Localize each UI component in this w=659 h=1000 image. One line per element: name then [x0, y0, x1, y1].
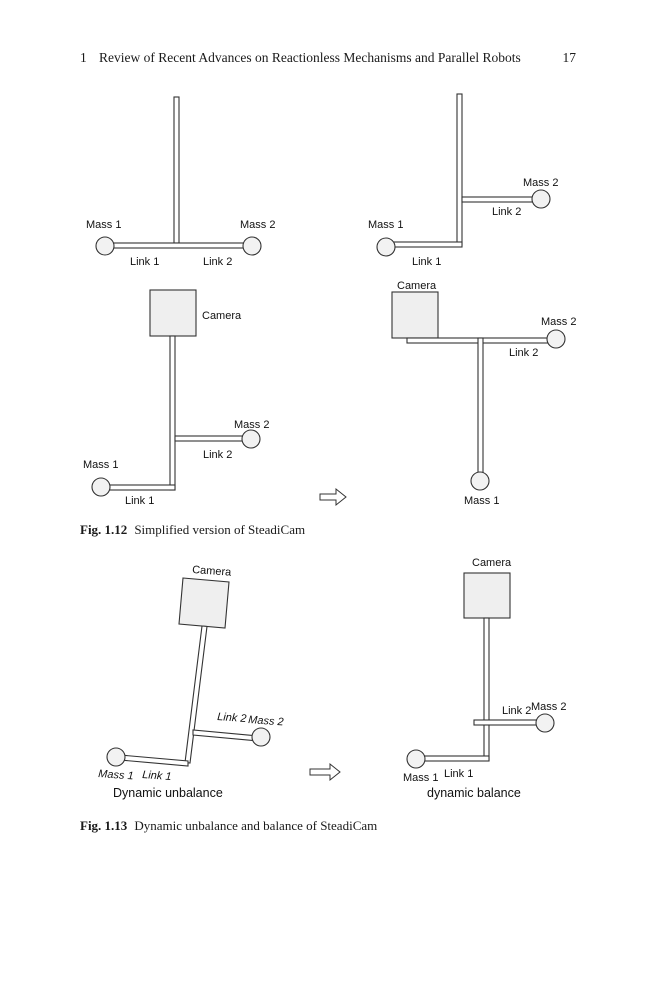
link-2	[192, 729, 259, 742]
mass-2	[535, 713, 555, 733]
mass-2	[241, 429, 261, 449]
figure-1-12-diagram: Mass 1 Mass 2 Link 1 Link 2 Mass 1 Mass …	[83, 93, 576, 507]
title-dynamic-unbalance: Dynamic unbalance	[113, 786, 223, 800]
label-mass-2: Mass 2	[234, 419, 269, 431]
label-link-2: Link 2	[203, 449, 232, 461]
page-number: 17	[562, 50, 577, 65]
vertical-rod	[169, 335, 176, 491]
label-mass-1: Mass 1	[403, 772, 438, 784]
camera	[391, 291, 439, 339]
label-link-2: Link 2	[217, 711, 247, 725]
camera	[463, 572, 511, 619]
link-1	[104, 484, 176, 491]
figure-1-12-caption: Fig. 1.12 Simplified version of SteadiCam	[80, 522, 305, 538]
vertical-rod	[173, 96, 180, 244]
label-mass-2: Mass 2	[531, 701, 566, 713]
fig12-panel-top-right: Mass 1 Mass 2 Link 2 Link 1	[368, 93, 558, 268]
label-link-1: Link 1	[142, 769, 172, 783]
label-camera: Camera	[472, 557, 512, 569]
label-mass-1: Mass 1	[83, 459, 118, 471]
figure-1-13-diagram: Camera Link 2 Mass 2 Mass 1 Link 1 Dynam…	[98, 557, 567, 800]
camera	[149, 289, 197, 337]
figure-number: Fig. 1.12	[80, 522, 128, 537]
chapter-title: Review of Recent Advances on Reactionles…	[99, 50, 521, 65]
label-camera: Camera	[192, 564, 233, 579]
mass-1	[376, 237, 396, 257]
figure-1-13-caption: Fig. 1.13 Dynamic unbalance and balance o…	[80, 818, 377, 834]
horizontal-links	[109, 242, 247, 249]
fig13-panel-left: Camera Link 2 Mass 2 Mass 1 Link 1 Dynam…	[98, 564, 284, 800]
camera	[178, 577, 230, 629]
mass-1	[91, 477, 111, 497]
transition-arrow	[309, 762, 341, 782]
mass-1	[470, 471, 490, 491]
mass-1	[95, 236, 115, 256]
label-link-2: Link 2	[502, 705, 531, 717]
mass-2	[531, 189, 551, 209]
link-2	[174, 435, 247, 442]
label-link-1: Link 1	[125, 495, 154, 507]
mass-1	[406, 749, 426, 769]
label-link-1: Link 1	[130, 256, 159, 268]
fig12-panel-bottom-right: Camera Mass 2 Link 2 Mass 1	[391, 280, 576, 507]
link-2	[473, 719, 545, 726]
transition-arrow	[319, 487, 347, 507]
link-1	[119, 754, 189, 767]
label-mass-2: Mass 2	[523, 177, 558, 189]
label-link-1: Link 1	[444, 768, 473, 780]
mass-2	[251, 727, 271, 747]
chapter-number: 1	[80, 50, 87, 65]
link-2	[461, 196, 537, 203]
label-mass-1: Mass 1	[464, 495, 499, 507]
label-mass-1: Mass 1	[86, 219, 121, 231]
label-mass-2: Mass 2	[541, 316, 576, 328]
vertical-rod	[477, 337, 484, 475]
vertical-rod	[483, 617, 490, 761]
mass-2	[546, 329, 566, 349]
label-link-2: Link 2	[509, 347, 538, 359]
caption-text: Simplified version of SteadiCam	[134, 522, 306, 537]
vertical-rod	[456, 93, 463, 246]
label-mass-1: Mass 1	[98, 768, 134, 782]
label-link-2: Link 2	[203, 256, 232, 268]
label-camera: Camera	[397, 280, 437, 292]
label-link-2: Link 2	[492, 206, 521, 218]
fig12-panel-top-left: Mass 1 Mass 2 Link 1 Link 2	[86, 96, 275, 268]
link-1	[414, 755, 490, 762]
label-mass-2: Mass 2	[240, 219, 275, 231]
label-mass-1: Mass 1	[368, 219, 403, 231]
vertical-rod	[184, 625, 208, 764]
label-mass-2: Mass 2	[248, 714, 284, 728]
link-1	[391, 241, 463, 248]
fig13-panel-right: Camera Link 2 Mass 2 Mass 1 Link 1 dynam…	[403, 557, 566, 800]
mass-2	[242, 236, 262, 256]
title-dynamic-balance: dynamic balance	[427, 786, 521, 800]
figure-number: Fig. 1.13	[80, 818, 128, 833]
caption-text: Dynamic unbalance and balance of SteadiC…	[134, 818, 378, 833]
mass-1	[106, 747, 126, 767]
label-link-1: Link 1	[412, 256, 441, 268]
label-camera: Camera	[202, 310, 242, 322]
fig12-panel-bottom-left: Camera Mass 2 Link 2 Mass 1 Link 1	[83, 289, 269, 507]
